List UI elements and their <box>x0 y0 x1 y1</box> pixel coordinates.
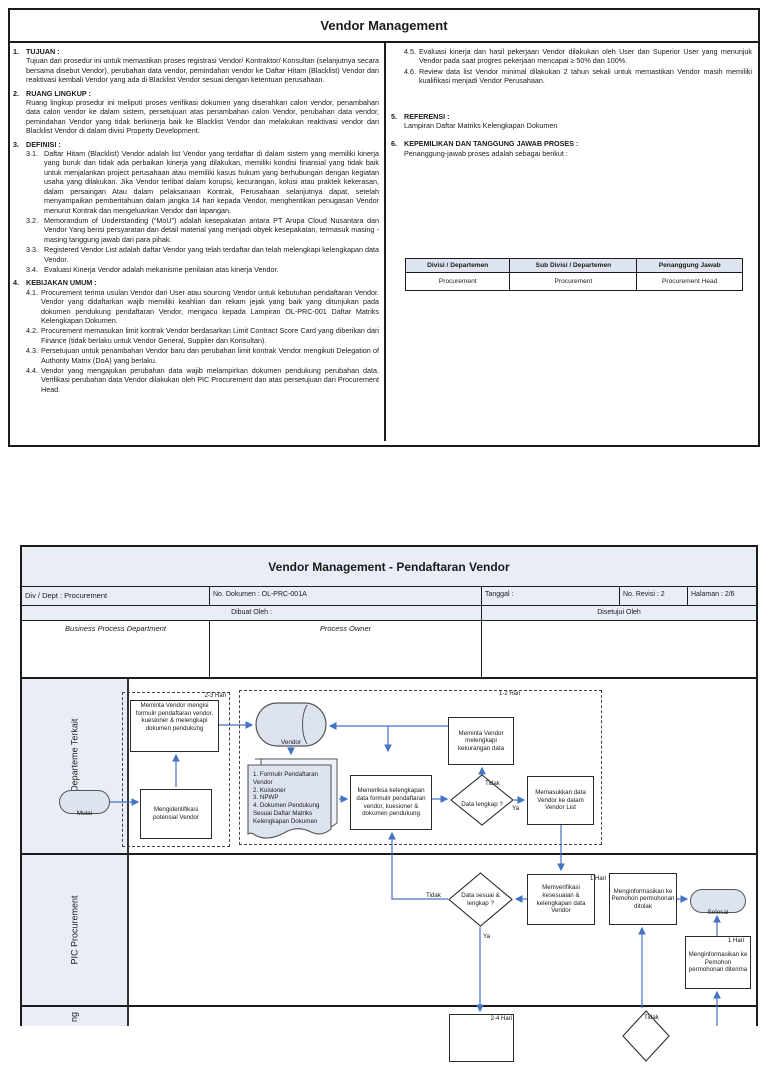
table-row: Procurement Procurement Procurement Head <box>404 272 743 292</box>
flow-box-memasukkan: Memasukkan data Vendor ke dalam Vendor L… <box>527 776 594 825</box>
table-header: Penanggung Jawab <box>636 258 743 274</box>
duration-label: 1 Hari <box>728 938 745 944</box>
flow-box-memverifikasi: Memverifikasi kesesuaian & kelengkapan d… <box>527 874 595 925</box>
lane-user-departemen: User Departeme Terkait <box>22 679 756 855</box>
process-owner-table: Divisi / Departemen Sub Divisi / Departe… <box>404 258 743 292</box>
flow-box-minta-vendor-mengisi: Meminta Vendor mengisi formulir pendafta… <box>130 700 219 752</box>
approval-header-row: Dibuat Oleh : Disetujui Oleh <box>22 606 756 621</box>
list-item: 4.4.Vendor yang mengajukan perubahan dat… <box>26 366 379 394</box>
page1-title: Vendor Management <box>320 18 448 33</box>
table-cell: Procurement <box>509 272 638 292</box>
section-definisi: 3. DEFINISI : 3.1.Daftar Hitam (Blacklist… <box>13 140 379 275</box>
swimlane-area: User Departeme Terkait PIC Procurement n… <box>22 679 756 1026</box>
table-header: Divisi / Departemen <box>404 258 511 274</box>
disetujui-oleh-label: Disetujui Oleh <box>597 609 641 616</box>
document-canvas: { "page1": { "title": "Vendor Management… <box>8 8 760 1062</box>
section-title: DEFINISI : <box>26 139 61 149</box>
section-number: 2. <box>13 88 19 98</box>
lane-label-col: User Departeme Terkait <box>22 679 129 853</box>
info-div-dept: Div / Dept : Procurement <box>22 587 210 605</box>
decision-no-label: Tidak <box>485 780 500 787</box>
section-title: KEBIJAKAN UMUM : <box>26 278 97 288</box>
page1-left-column: 1. TUJUAN : Tujuan dari prosedur ini untu… <box>10 43 386 441</box>
section-tujuan: 1. TUJUAN : Tujuan dari prosedur ini untu… <box>13 47 379 85</box>
start-terminator: Mulai <box>59 790 110 817</box>
duration-label: 1-2 Hari <box>498 691 522 697</box>
section-title: RUANG LINGKUP : <box>26 88 91 98</box>
flow-box-memeriksa: Memeriksa kelengkapan data formulir pend… <box>350 775 432 830</box>
group-2-3-hari: 2-3 Hari <box>122 692 230 847</box>
lane-pic-procurement: PIC Procurement <box>22 855 756 1007</box>
list-item: 4.2.Procurement memasukan limit kontrak … <box>26 326 379 345</box>
start-label: Mulai <box>76 810 93 817</box>
section-body: Tujuan dari prosedur ini untuk memastika… <box>26 56 379 85</box>
table-header: Sub Divisi / Departemen <box>509 258 638 274</box>
signature-empty-cell <box>482 621 756 677</box>
section-body: Ruang lingkup prosedur ini meliputi pros… <box>26 98 379 136</box>
signature-process-owner: Process Owner <box>210 621 482 677</box>
lane-label-col: ng <box>22 1007 129 1026</box>
lane-label: PIC Procurement <box>69 895 80 965</box>
page2-title: Vendor Management - Pendaftaran Vendor <box>268 559 510 574</box>
section-number: 4. <box>13 278 19 288</box>
decision-no-label: Tidak <box>426 892 441 899</box>
section-number: 3. <box>13 139 19 149</box>
decision-yes-label: Ya <box>512 805 520 812</box>
section-kebijakan-umum: 4. KEBIJAKAN UMUM : 4.1.Procurement terim… <box>13 278 379 394</box>
decision-yes-label: Ya <box>483 933 491 940</box>
page1-right-column: 4.5.Evaluasi kinerja dan hasil pekerjaan… <box>386 43 758 441</box>
dibuat-oleh-label: Dibuat Oleh : <box>22 606 482 620</box>
list-item: 4.3.Persetujuan untuk penambahan Vendor … <box>26 346 379 365</box>
flowchart-page: Vendor Management - Pendaftaran Vendor D… <box>20 545 758 1062</box>
section-kepemilikan: 6.KEPEMILIKAN DAN TANGGUNG JAWAB PROSES … <box>391 139 579 158</box>
lane-third-partial: ng <box>22 1007 756 1026</box>
flow-box-mengidentifikasi: Mengidentifikasi potensial Vendor <box>140 789 212 839</box>
group-1-2-hari: 1-2 Hari <box>239 690 602 845</box>
lane-label-col: PIC Procurement <box>22 855 129 1005</box>
duration-label: 2-3 Hari <box>203 693 227 699</box>
section-title: TUJUAN : <box>26 47 60 56</box>
lane-label: ng <box>69 1011 80 1022</box>
list-item: 4.5.Evaluasi kinerja dan hasil pekerjaan… <box>404 47 752 66</box>
list-item: 3.4.Evaluasi Kinerja Vendor adalah mekan… <box>26 264 279 274</box>
vendor-datastore-shape: Vendor <box>255 702 327 747</box>
signature-business-process: Business Process Department <box>22 621 210 677</box>
info-no-revisi: No. Revisi : 2 <box>620 587 688 605</box>
end-label: Selesai <box>707 909 729 916</box>
decision-no-label: Tidak <box>644 1014 659 1021</box>
flow-box-minta-lengkapi: Meminta Vendor melengkapi kekurangan dat… <box>448 717 514 765</box>
flow-box-lane3-partial: 2-4 Hari <box>449 1014 514 1062</box>
procedure-page: Vendor Management 1. TUJUAN : Tujuan dari… <box>8 8 760 447</box>
flow-box-diterima: Menginformasikan ke Pemohon permohonan d… <box>685 936 751 989</box>
section-ruang-lingkup: 2. RUANG LINGKUP : Ruang lingkup prosedur… <box>13 89 379 136</box>
document-list-text: 1. Formulir Pendaftaran Vendor 2. Kuisio… <box>253 771 320 825</box>
table-cell: Procurement Head <box>636 272 743 292</box>
page2-title-band: Vendor Management - Pendaftaran Vendor <box>22 547 756 587</box>
decision-data-sesuai: Data sesuai & lengkap ? <box>448 872 513 927</box>
info-halaman: Halaman : 2/6 <box>691 591 735 598</box>
end-terminator: Selesai <box>690 889 746 916</box>
info-no-dokumen: No. Dokumen : OL-PRC-001A <box>210 587 482 605</box>
flow-box-ditolak: Menginformasikan ke Pemohon permohonan d… <box>609 873 677 925</box>
page1-title-band: Vendor Management <box>10 10 758 43</box>
section-referensi: 5.REFERENSI : Lampiran Daftar Matriks Ke… <box>391 111 558 131</box>
section-number: 1. <box>13 47 19 56</box>
duration-label: 1 Hari <box>590 876 607 882</box>
document-stack-shape: 1. Formulir Pendaftaran Vendor 2. Kuisio… <box>245 757 339 842</box>
table-cell: Procurement <box>404 272 511 292</box>
signature-row: Business Process Department Process Owne… <box>22 621 756 679</box>
datastore-label: Vendor <box>280 739 302 746</box>
document-info-row: Div / Dept : Procurement No. Dokumen : O… <box>22 587 756 606</box>
info-tanggal: Tanggal : <box>482 587 620 605</box>
list-item: 3.3.Registered Vendor List adalah daftar… <box>26 245 379 264</box>
list-item: 3.1.Daftar Hitam (Blacklist) Vendor adal… <box>26 149 379 215</box>
decision-data-lengkap: Data lengkap ? <box>450 774 514 826</box>
list-item: 3.2.Memorandum of Understanding (“MoU”) … <box>26 215 379 244</box>
list-item: 4.1.Procurement terima usulan Vendor dar… <box>26 287 379 325</box>
list-item: 4.6.Review data list Vendor minimal dila… <box>404 66 752 86</box>
